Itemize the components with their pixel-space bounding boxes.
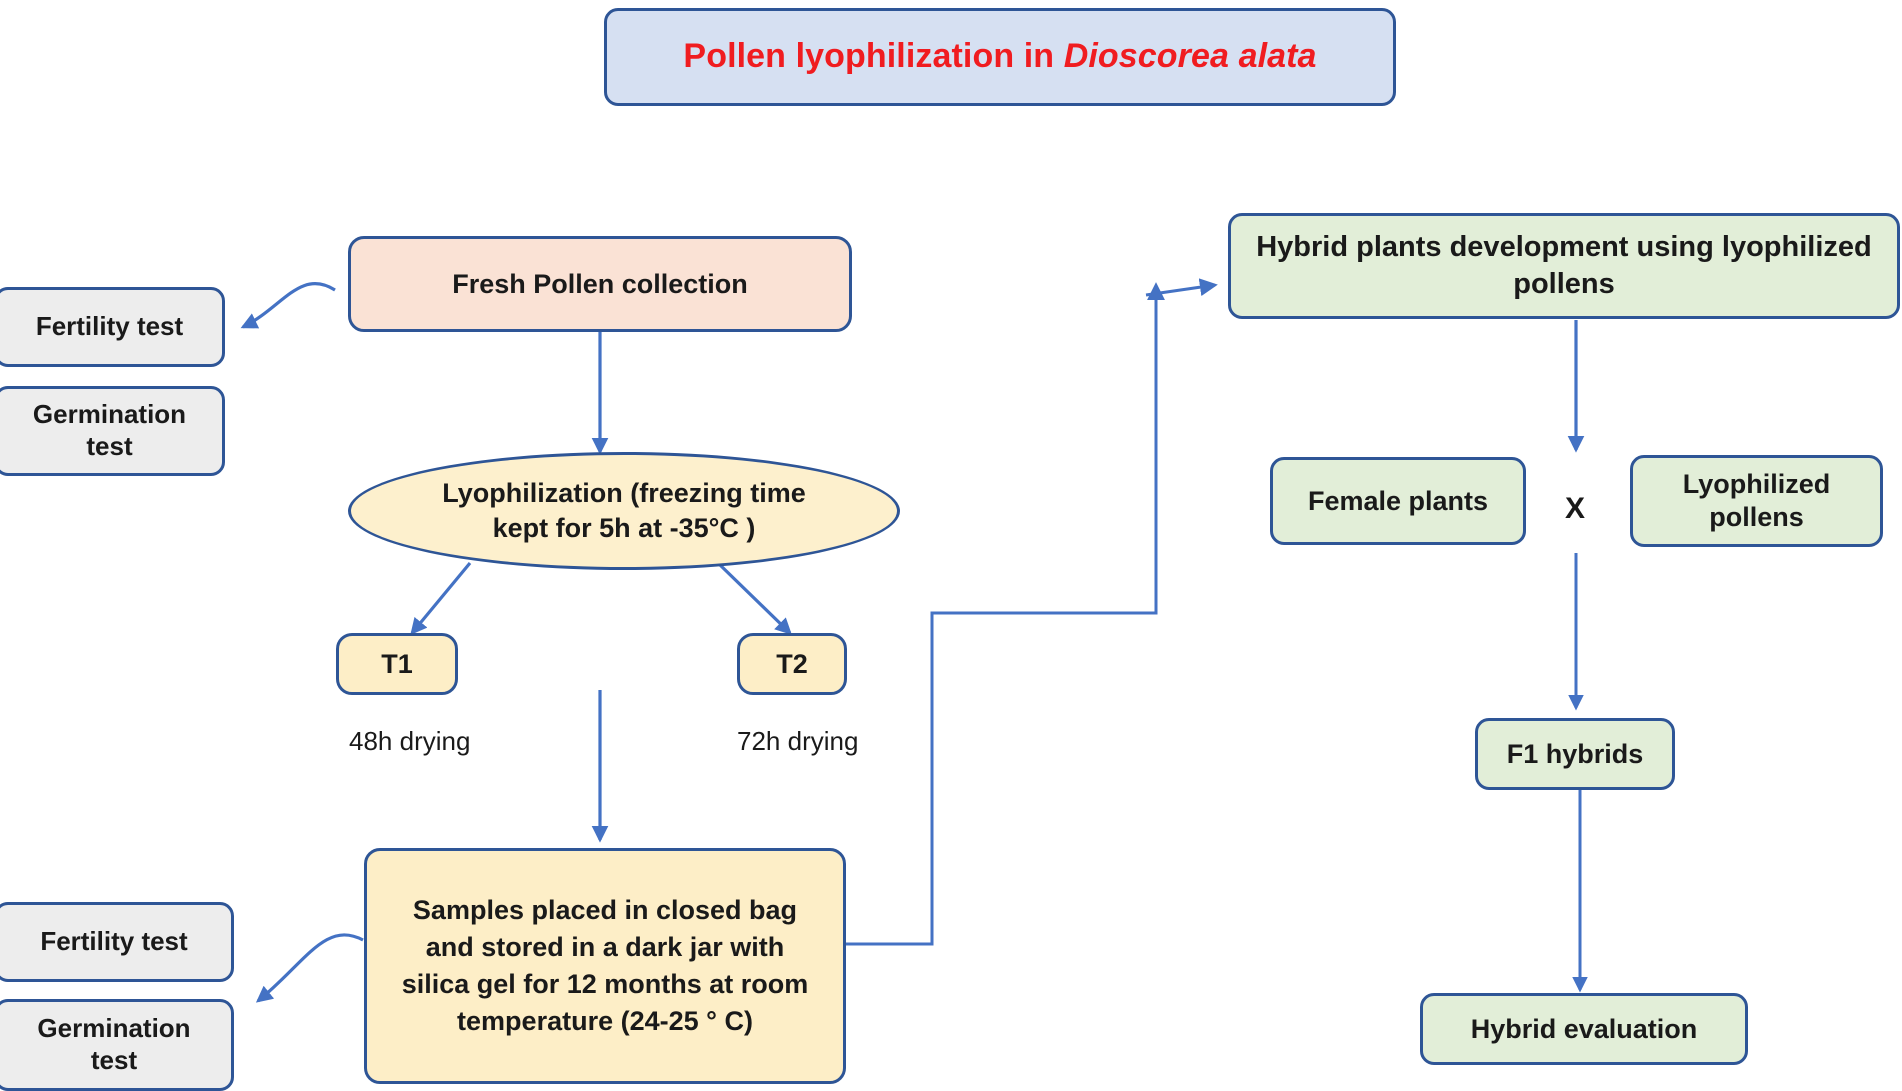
connector-lyophilization-to-t1 xyxy=(410,561,472,636)
label-cross-symbol: X xyxy=(1565,492,1586,525)
connector-storage-to-tests xyxy=(255,933,364,1003)
node-t1[interactable]: T1 xyxy=(336,633,458,695)
node-fertility-test-stored[interactable]: Fertility test xyxy=(0,902,234,982)
node-label: Hybrid plants development using lyophili… xyxy=(1256,231,1872,300)
node-label: Germination test xyxy=(32,399,187,461)
connector-storage-to-hybrid xyxy=(845,282,1165,946)
node-germination-test-fresh[interactable]: Germination test xyxy=(0,386,225,476)
node-lyophilization[interactable]: Lyophilization (freezing time kept for 5… xyxy=(348,452,900,570)
node-label: Hybrid evaluation xyxy=(1470,1013,1698,1044)
node-hybrid-plants-development[interactable]: Hybrid plants development using lyophili… xyxy=(1228,213,1900,319)
diagram-title-text: Pollen lyophilization in Dioscorea alata xyxy=(683,36,1316,77)
node-fertility-test-fresh[interactable]: Fertility test xyxy=(0,287,225,367)
node-t2[interactable]: T2 xyxy=(737,633,847,695)
node-label: Fresh Pollen collection xyxy=(452,268,748,299)
node-label: F1 hybrids xyxy=(1506,738,1644,769)
node-hybrid-evaluation[interactable]: Hybrid evaluation xyxy=(1420,993,1748,1065)
node-germination-test-stored[interactable]: Germination test xyxy=(0,999,234,1091)
diagram-title: Pollen lyophilization in Dioscorea alata xyxy=(604,8,1396,106)
label-t2-duration: 72h drying xyxy=(737,726,859,756)
label-t1-duration: 48h drying xyxy=(349,726,471,756)
node-label: Fertility test xyxy=(35,311,184,342)
connector-fresh-to-tests xyxy=(240,282,336,329)
node-lyophilized-pollens[interactable]: Lyophilized pollens xyxy=(1630,455,1883,547)
node-label: Lyophilization (freezing time kept for 5… xyxy=(442,477,806,543)
node-female-plants[interactable]: Female plants xyxy=(1270,457,1526,545)
node-f1-hybrids[interactable]: F1 hybrids xyxy=(1475,718,1675,790)
node-label: Samples placed in closed bag and stored … xyxy=(401,894,809,1037)
node-label: Female plants xyxy=(1307,485,1489,516)
node-label: Lyophilized pollens xyxy=(1682,469,1831,532)
title-species: Dioscorea alata xyxy=(1063,37,1317,76)
node-fresh-pollen-collection[interactable]: Fresh Pollen collection xyxy=(348,236,852,332)
node-label: Germination test xyxy=(37,1013,191,1075)
connector-lyophilization-to-t2 xyxy=(716,561,792,635)
title-prefix: Pollen lyophilization in xyxy=(683,37,1064,76)
node-label: Fertility test xyxy=(40,926,188,957)
node-label: T1 xyxy=(381,648,413,679)
node-storage-conditions[interactable]: Samples placed in closed bag and stored … xyxy=(364,848,846,1084)
connector-storage-to-hybrid-branch xyxy=(1145,278,1218,297)
node-label: T2 xyxy=(776,648,808,679)
